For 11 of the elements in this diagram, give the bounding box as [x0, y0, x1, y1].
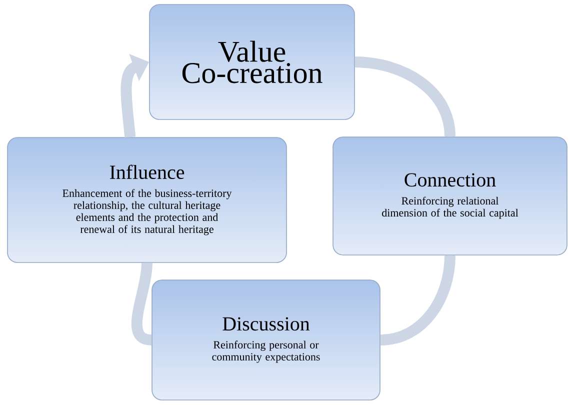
heading: Connection	[404, 173, 496, 187]
description: Reinforcing relational dimension of the social capital	[382, 196, 518, 219]
heading: Influence	[110, 164, 184, 180]
process-box	[7, 137, 287, 263]
heading: Value Co-creation	[182, 40, 322, 84]
process-box	[152, 280, 380, 400]
description: Enhancement of the business-territory relationship, the cultural heritage elements and the protection and renewal of its natural heritage	[62, 189, 232, 236]
process-box	[332, 136, 568, 256]
heading: Discussion	[222, 317, 310, 331]
process-box	[149, 4, 355, 120]
description: Reinforcing personal or community expectations	[212, 340, 320, 363]
